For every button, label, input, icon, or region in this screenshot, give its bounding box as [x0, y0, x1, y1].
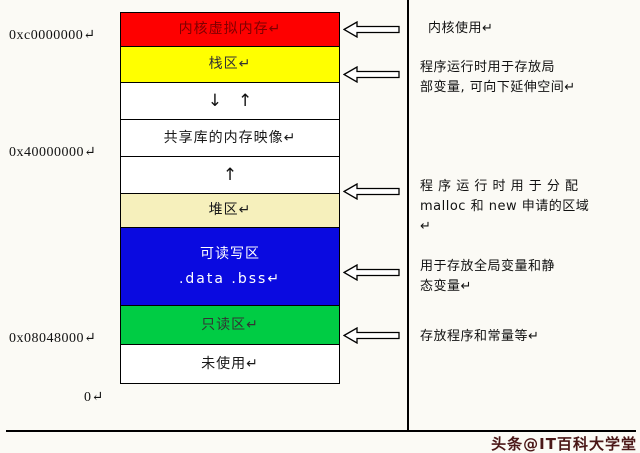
left-arrow-icon	[343, 66, 400, 83]
left-arrow-icon	[343, 183, 400, 200]
memory-block-shared-library: 共享库的内存映像↵	[120, 119, 340, 157]
down-arrow-icon: ↓	[207, 90, 222, 111]
memory-block-heap-growth-gap: ↑	[120, 156, 340, 194]
memory-block-growth-gap: ↓ ↑	[120, 82, 340, 120]
left-arrow-icon	[343, 327, 400, 344]
block-label: 未使用↵	[201, 355, 259, 372]
block-sublabel: .data .bss↵	[178, 270, 282, 287]
annotation-readonly: 存放程序和常量等↵	[420, 329, 540, 344]
memory-block-heap: 堆区↵	[120, 193, 340, 228]
left-arrow-icon	[343, 21, 400, 38]
memory-column: 内核虚拟内存↵ 栈区↵ ↓ ↑ 共享库的内存映像↵ ↑ 堆区↵ 可读写区 .da…	[120, 12, 340, 384]
annotation-data-bss: 用于存放全局变量和静 态变量↵	[420, 259, 556, 295]
up-arrow-icon: ↑	[222, 164, 238, 185]
address-label-zero: 0↵	[84, 390, 104, 405]
annotation-heap: 程 序 运 行 时 用 于 分 配 malloc 和 new 申请的区域↵	[420, 179, 590, 235]
address-label-0x08048000: 0x08048000↵	[9, 331, 97, 346]
vertical-border-line	[407, 0, 409, 431]
block-label: 可读写区	[200, 246, 260, 263]
up-arrow-icon: ↑	[238, 90, 253, 111]
watermark: 头条@IT百科大学堂	[491, 435, 637, 453]
block-label: 只读区↵	[201, 316, 259, 333]
memory-block-unused: 未使用↵	[120, 344, 340, 384]
annotation-stack: 程序运行时用于存放局 部变量, 可向下延伸空间↵	[420, 60, 576, 96]
memory-block-stack: 栈区↵	[120, 46, 340, 83]
block-label: 共享库的内存映像↵	[163, 129, 297, 146]
memory-block-data-bss: 可读写区 .data .bss↵	[120, 227, 340, 306]
address-label-0xc0000000: 0xc0000000↵	[9, 28, 96, 43]
memory-block-kernel: 内核虚拟内存↵	[120, 12, 340, 47]
bottom-border-line	[6, 430, 636, 432]
left-arrow-icon	[343, 264, 400, 281]
block-label: 堆区↵	[208, 202, 252, 219]
address-label-0x40000000: 0x40000000↵	[9, 145, 97, 160]
annotation-kernel-use: 内核使用↵	[428, 21, 494, 36]
block-label: 栈区↵	[208, 56, 252, 73]
block-label: 内核虚拟内存↵	[178, 21, 282, 38]
memory-block-readonly: 只读区↵	[120, 305, 340, 345]
